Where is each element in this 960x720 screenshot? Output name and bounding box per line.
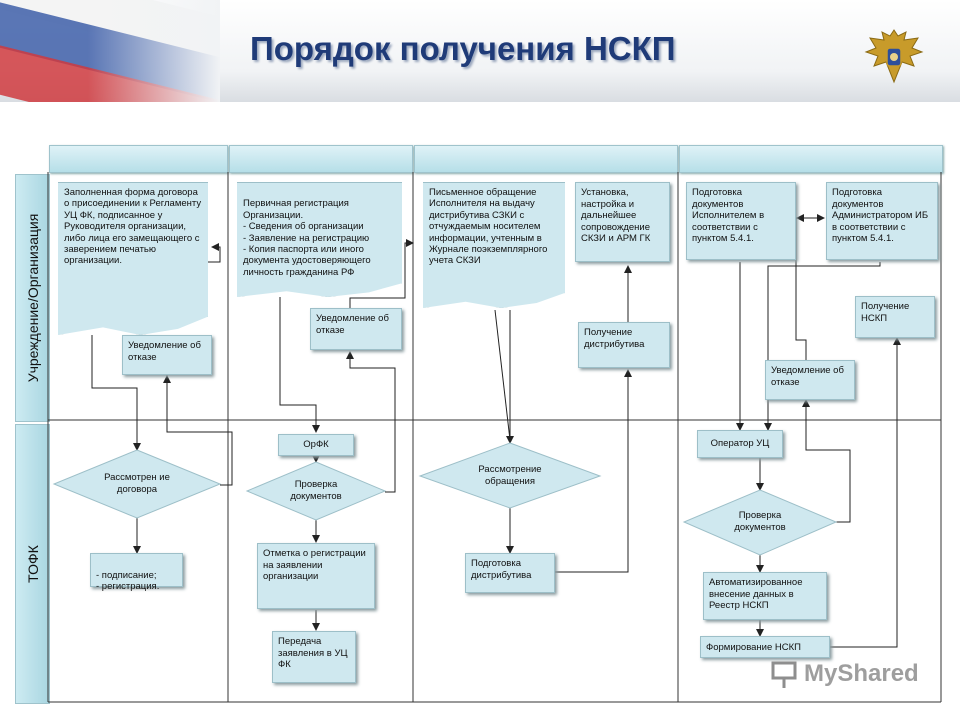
orfk-box: ОрФК <box>278 434 354 456</box>
review-contract-diamond <box>52 449 222 519</box>
column-header-4 <box>679 145 943 173</box>
installation-box: Установка, настройка и дальнейшее сопров… <box>575 182 670 262</box>
get-distributive-box: Получение дистрибутива <box>578 322 670 368</box>
auto-entry-box: Автоматизированное внесение данных в Рее… <box>703 572 827 620</box>
review-appeal-diamond <box>418 442 602 509</box>
get-nskp-box: Получение НСКП <box>855 296 935 338</box>
eagle-emblem-icon <box>864 29 924 84</box>
column-header-3 <box>414 145 678 173</box>
column-header-2 <box>229 145 413 173</box>
check-docs-2-label: Проверка документов <box>734 510 786 533</box>
refusal-notice-2: Уведомление об отказе <box>310 308 402 350</box>
flag-decoration <box>0 0 220 102</box>
refusal-notice-3: Уведомление об отказе <box>765 360 855 400</box>
lane-label-tofk: ТОФК <box>15 424 50 704</box>
written-appeal-doc: Письменное обращение Исполнителя на выда… <box>423 182 565 308</box>
prep-docs-executor-box: Подготовка документов Исполнителем в соо… <box>686 182 796 260</box>
operator-box: Оператор УЦ <box>697 430 783 458</box>
initial-registration-doc: Первичная регистрация Организации. - Све… <box>237 182 402 297</box>
check-docs-2-diamond <box>682 489 838 556</box>
review-appeal-label: Рассмотрение обращения <box>478 464 542 487</box>
column-header-1 <box>49 145 228 173</box>
transfer-application-box: Передача заявления в УЦ ФК <box>272 631 356 683</box>
presentation-icon <box>771 661 797 688</box>
form-nskp-box: Формирование НСКП <box>700 636 830 658</box>
signing-box: - подписание; - регистрация. <box>90 553 183 592</box>
watermark: MyShared <box>804 660 919 687</box>
contract-form-doc: Заполненная форма договора о присоединен… <box>58 182 208 335</box>
prep-docs-admin-box: Подготовка документов Администратором ИБ… <box>826 182 938 260</box>
review-contract-label: Рассмотрен ие договора <box>104 472 170 495</box>
header-banner: Порядок получения НСКП <box>0 0 960 102</box>
refusal-notice-1: Уведомление об отказе <box>122 335 212 375</box>
registration-mark-box: Отметка о регистрации на заявлении орган… <box>257 543 375 609</box>
page-title: Порядок получения НСКП <box>250 30 676 67</box>
check-docs-1-label: Проверка документов <box>290 479 342 502</box>
check-docs-1-diamond <box>245 461 387 521</box>
lane-label-organization: Учреждение/Организация <box>15 174 50 422</box>
prep-distributive-box: Подготовка дистрибутива <box>465 553 555 593</box>
